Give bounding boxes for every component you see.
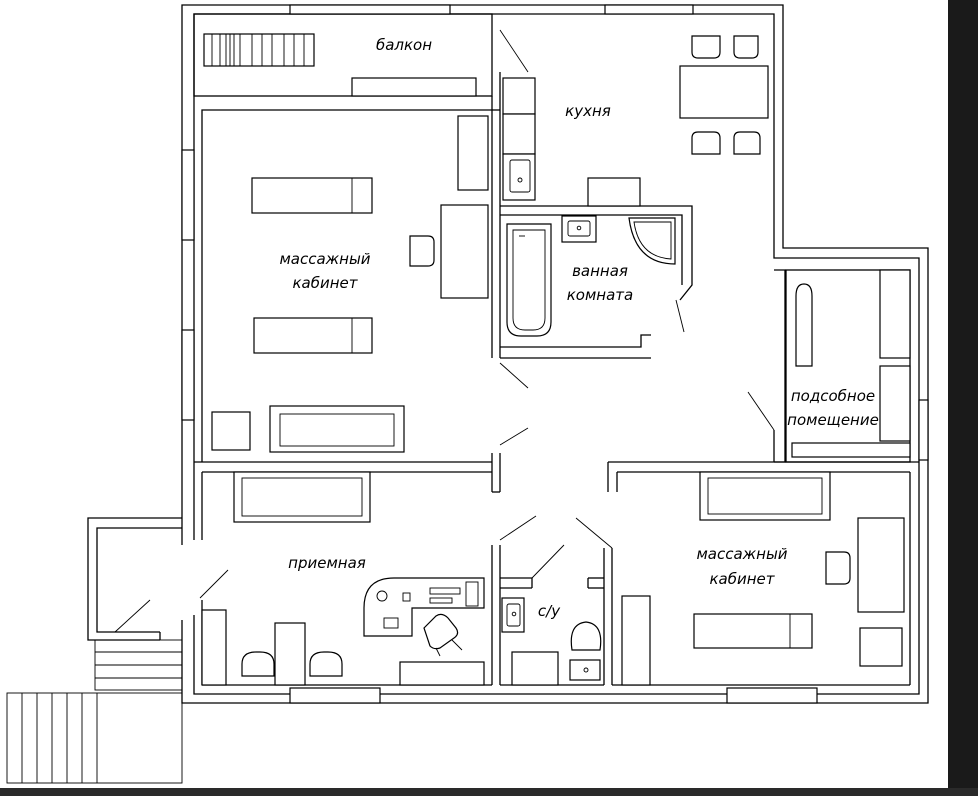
label-utility-room-line1: подсобное xyxy=(791,387,875,405)
doors xyxy=(114,29,775,633)
massage-room-2-furniture xyxy=(621,471,905,686)
label-bathroom-line1: ванная xyxy=(572,262,628,280)
label-balcony: балкон xyxy=(376,36,432,54)
label-massage-room-1-line1: массажный xyxy=(279,250,370,268)
bathroom-furniture xyxy=(506,215,676,337)
massage-room-1-furniture xyxy=(211,115,489,453)
label-wc: с/у xyxy=(538,602,561,620)
label-utility-room-line2: помещение xyxy=(787,411,879,429)
stairs xyxy=(6,639,183,784)
balcony-furniture xyxy=(203,33,477,97)
label-bathroom-line2: комната xyxy=(567,286,633,304)
room-labels: балкон кухня массажный кабинет ванная ко… xyxy=(279,36,878,620)
label-reception: приемная xyxy=(288,554,366,572)
kitchen-furniture xyxy=(502,35,769,207)
label-massage-room-2-line2: кабинет xyxy=(709,570,775,588)
bottom-strip xyxy=(0,788,978,796)
utility-room-furniture xyxy=(791,269,911,458)
label-kitchen: кухня xyxy=(565,102,611,120)
label-massage-room-2-line1: массажный xyxy=(696,545,787,563)
side-bar xyxy=(948,0,978,796)
reception-furniture xyxy=(201,471,485,686)
wc-furniture xyxy=(501,597,602,686)
label-massage-room-1-line2: кабинет xyxy=(292,274,358,292)
